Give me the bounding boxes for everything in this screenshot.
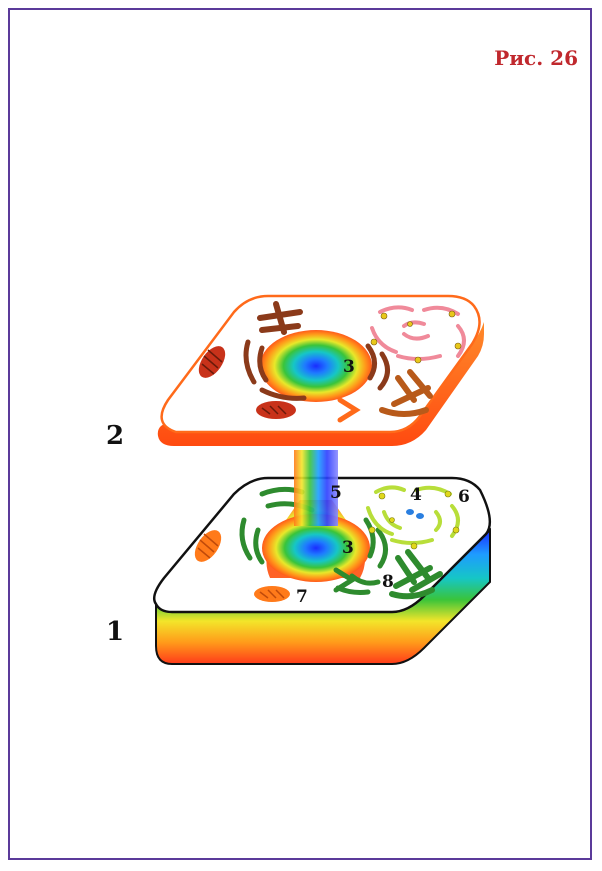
layer-number-lower: 1: [106, 617, 124, 647]
upper-cell-layer: [158, 296, 484, 446]
callout-5: 5: [330, 483, 342, 503]
layer-number-upper: 2: [106, 421, 124, 451]
callout-3-lower: 3: [342, 538, 354, 558]
upper-nucleus: [260, 330, 372, 402]
callout-7: 7: [296, 587, 308, 607]
callout-6: 6: [458, 487, 470, 507]
callout-3-upper: 3: [343, 357, 355, 377]
callout-4: 4: [410, 485, 422, 505]
callout-8: 8: [382, 572, 394, 592]
